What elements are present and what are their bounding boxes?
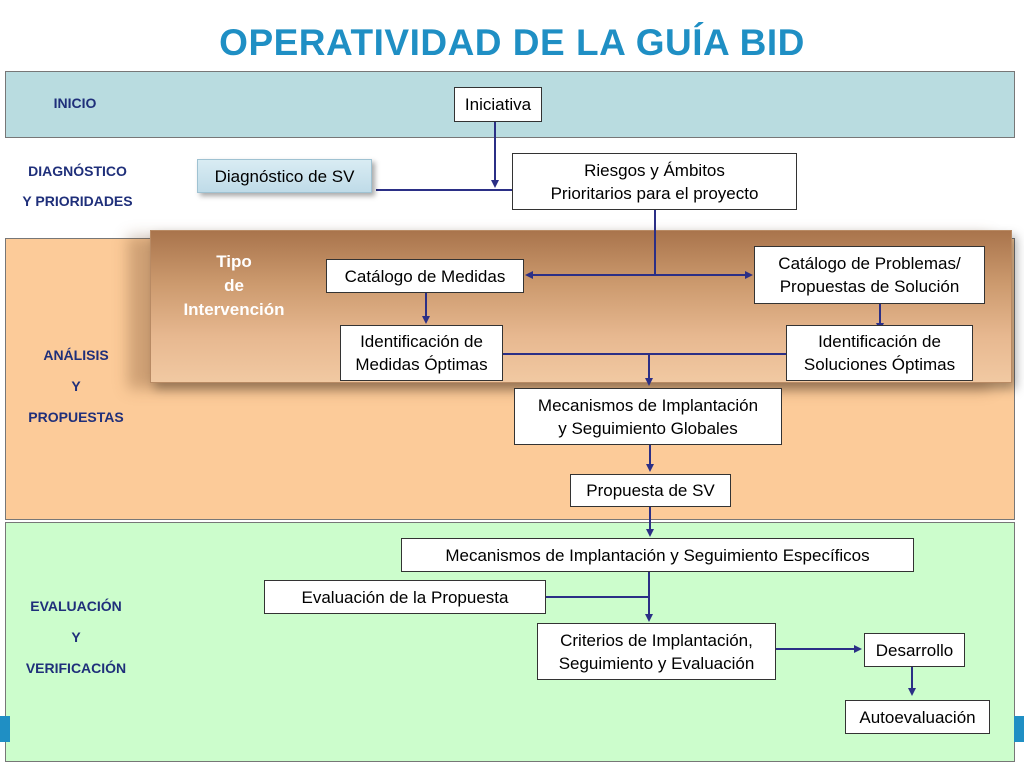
node-identificacion-medidas: Identificación de Medidas Óptimas — [340, 325, 503, 381]
node-diagnostico-sv: Diagnóstico de SV — [197, 159, 372, 193]
node-riesgos-ambitos: Riesgos y Ámbitos Prioritarios para el p… — [512, 153, 797, 210]
node-catalogo-problemas-line2: Propuestas de Solución — [779, 277, 960, 296]
stage-evaluacion-line3: VERIFICACIÓN — [25, 660, 127, 676]
node-criterios: Criterios de Implantación, Seguimiento y… — [537, 623, 776, 680]
stage-evaluacion: EVALUACIÓN Y VERIFICACIÓN — [5, 591, 147, 684]
stage-diagnostico-line1: DIAGNÓSTICO — [28, 163, 127, 179]
tipo-label-line3: Intervención — [183, 300, 285, 319]
left-accent-bar — [0, 716, 10, 742]
stage-diagnostico-line2: Y PRIORIDADES — [22, 193, 133, 209]
node-autoevaluacion: Autoevaluación — [845, 700, 990, 734]
node-mecanismos-globales: Mecanismos de Implantación y Seguimiento… — [514, 388, 782, 445]
node-catalogo-problemas-line1: Catálogo de Problemas/ — [778, 254, 961, 273]
node-ident-medidas-line1: Identificación de — [360, 332, 483, 351]
stage-analisis-line2: Y — [71, 378, 81, 394]
right-accent-bar — [1014, 716, 1024, 742]
node-ident-soluciones-line2: Soluciones Óptimas — [803, 355, 956, 374]
node-mecanismos-globales-line2: y Seguimiento Globales — [558, 418, 738, 438]
stage-analisis: ANÁLISIS Y PROPUESTAS — [5, 340, 147, 433]
stage-inicio: INICIO — [53, 95, 97, 111]
tipo-label-line2: de — [224, 276, 244, 295]
stage-diagnostico: DIAGNÓSTICO Y PRIORIDADES — [5, 156, 150, 216]
stage-evaluacion-line2: Y — [71, 629, 81, 645]
page-title: OPERATIVIDAD DE LA GUÍA BID — [219, 22, 805, 63]
node-iniciativa: Iniciativa — [454, 87, 542, 122]
node-identificacion-soluciones: Identificación de Soluciones Óptimas — [786, 325, 973, 381]
tipo-label-line1: Tipo — [216, 252, 252, 271]
stage-evaluacion-line1: EVALUACIÓN — [30, 598, 122, 614]
stage-analisis-line1: ANÁLISIS — [43, 347, 109, 363]
node-mecanismos-especificos: Mecanismos de Implantación y Seguimiento… — [401, 538, 914, 572]
stage-analisis-line3: PROPUESTAS — [28, 409, 124, 425]
node-ident-soluciones-line1: Identificación de — [818, 332, 941, 351]
node-mecanismos-globales-line1: Mecanismos de Implantación — [537, 395, 759, 415]
node-catalogo-problemas: Catálogo de Problemas/ Propuestas de Sol… — [754, 246, 985, 304]
node-riesgos-line1: Riesgos y Ámbitos — [584, 160, 725, 180]
node-criterios-line2: Seguimiento y Evaluación — [558, 653, 755, 673]
tipo-intervencion-label: Tipo de Intervención — [168, 250, 300, 322]
node-ident-medidas-line2: Medidas Óptimas — [355, 355, 488, 374]
node-criterios-line1: Criterios de Implantación, — [560, 630, 753, 650]
node-riesgos-line2: Prioritarios para el proyecto — [550, 183, 759, 203]
node-desarrollo: Desarrollo — [864, 633, 965, 667]
node-propuesta-sv: Propuesta de SV — [570, 474, 731, 507]
node-evaluacion-propuesta: Evaluación de la Propuesta — [264, 580, 546, 614]
node-catalogo-medidas: Catálogo de Medidas — [326, 259, 524, 293]
